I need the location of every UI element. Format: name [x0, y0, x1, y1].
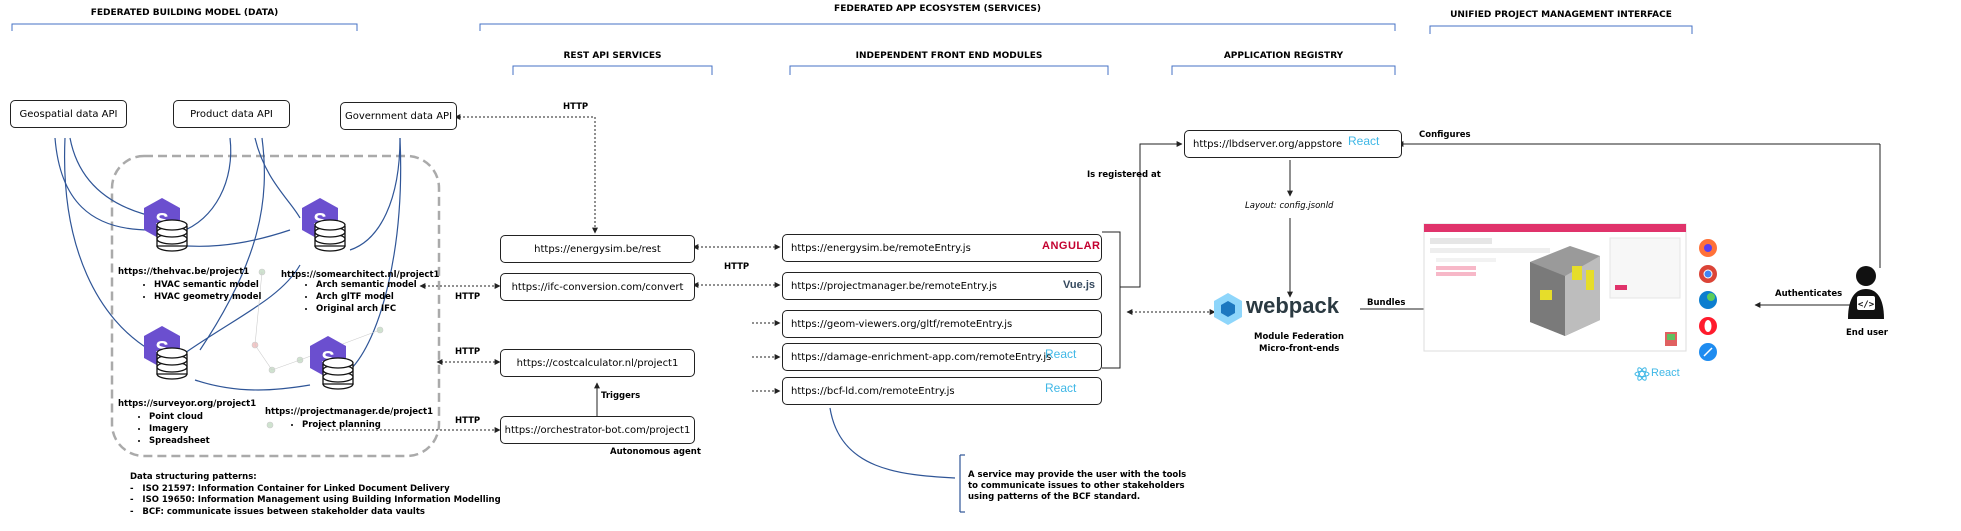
triggers-label: Triggers	[601, 391, 641, 401]
header-unified-pm-interface: UNIFIED PROJECT MANAGEMENT INTERFACE	[1450, 10, 1672, 20]
module-url: https://projectmanager.be/remoteEntry.js	[791, 280, 997, 292]
angular-logo: ANGULAR	[1042, 240, 1101, 252]
vault-url-surveyor[interactable]: https://surveyor.org/project1	[118, 399, 257, 409]
bundles-label: Bundles	[1367, 298, 1406, 308]
module-url: https://geom-viewers.org/gltf/remoteEntr…	[791, 318, 1013, 330]
pattern-item: - BCF: communicate issues between stakeh…	[130, 506, 425, 517]
vault-item: HVAC geometry model	[154, 291, 261, 303]
webpack-cube-icon	[1214, 293, 1242, 325]
svg-text:</>: </>	[1858, 300, 1875, 310]
layout-label: Layout: config.jsonld	[1245, 201, 1334, 211]
rest-service-energysim[interactable]: https://energysim.be/rest	[500, 235, 695, 263]
database-icons: S S S S	[144, 198, 354, 390]
module-url: https://damage-enrichment-app.com/remote…	[791, 351, 1052, 363]
http-label: HTTP	[724, 262, 750, 272]
vault-item: Arch semantic model	[316, 279, 417, 291]
header-rest-api-services: REST API SERVICES	[563, 51, 662, 61]
rest-service-ifc-conversion[interactable]: https://ifc-conversion.com/convert	[500, 273, 695, 301]
app-registry-box[interactable]: https://lbdserver.org/appstore	[1184, 130, 1402, 158]
patterns-title: Data structuring patterns:	[130, 472, 257, 482]
module-url: https://bcf-ld.com/remoteEntry.js	[791, 385, 955, 397]
header-brackets	[11, 23, 1693, 75]
vault-url-projectmanager[interactable]: https://projectmanager.de/project1	[265, 407, 434, 417]
frontend-module-projectmanager[interactable]: https://projectmanager.be/remoteEntry.js	[782, 272, 1102, 300]
vault-item: Project planning	[302, 419, 381, 431]
vault-items-surveyor: Point cloud Imagery Spreadsheet	[135, 411, 210, 447]
autonomous-agent-label: Autonomous agent	[610, 447, 701, 457]
configures-label: Configures	[1419, 130, 1471, 140]
bcf-note: A service may provide the user with the …	[968, 470, 1187, 502]
header-federated-building-model: FEDERATED BUILDING MODEL (DATA)	[90, 8, 279, 18]
frontend-module-geom-viewers[interactable]: https://geom-viewers.org/gltf/remoteEntr…	[782, 310, 1102, 338]
module-url: https://energysim.be/remoteEntry.js	[791, 242, 971, 254]
frontend-module-bcf-ld[interactable]: https://bcf-ld.com/remoteEntry.js	[782, 377, 1102, 405]
end-user-label: End user	[1846, 328, 1888, 338]
registry-url: https://lbdserver.org/appstore	[1193, 138, 1343, 150]
data-structuring-patterns: Data structuring patterns: - ISO 21597: …	[130, 472, 501, 518]
http-label: HTTP	[563, 102, 589, 112]
vault-url-architect[interactable]: https://somearchitect.nl/project1	[281, 270, 440, 280]
header-federated-app-ecosystem: FEDERATED APP ECOSYSTEM (SERVICES)	[834, 4, 1041, 14]
react-logo: React	[1348, 134, 1380, 148]
pattern-item: - ISO 19650: Information Management usin…	[130, 495, 501, 505]
frontend-module-damage-enrichment[interactable]: https://damage-enrichment-app.com/remote…	[782, 343, 1102, 371]
module-federation-label: Module Federation	[1254, 332, 1344, 342]
webpack-logo: webpack	[1246, 293, 1339, 318]
browser-icons	[1699, 239, 1717, 361]
vue-logo: Vue.js	[1063, 279, 1095, 291]
government-data-api[interactable]: Government data API	[340, 102, 457, 130]
vault-url-hvac[interactable]: https://thehvac.be/project1	[118, 267, 250, 277]
vault-item: Original arch IFC	[316, 303, 417, 315]
authenticates-label: Authenticates	[1775, 289, 1843, 299]
micro-front-ends-label: Micro-front-ends	[1259, 344, 1340, 354]
pattern-item: - ISO 21597: Information Container for L…	[130, 483, 450, 494]
vault-items-projectmanager: Project planning	[288, 419, 381, 431]
vault-item: Arch glTF model	[316, 291, 417, 303]
app-screenshot	[1423, 223, 1687, 352]
product-data-api[interactable]: Product data API	[173, 100, 290, 128]
is-registered-at-label: Is registered at	[1087, 170, 1161, 180]
vault-item: HVAC semantic model	[154, 279, 261, 291]
vault-item: Spreadsheet	[149, 435, 210, 447]
frontend-module-energysim[interactable]: https://energysim.be/remoteEntry.js	[782, 234, 1102, 262]
api-vault-links	[54, 137, 965, 513]
react-logo: React	[1651, 367, 1680, 379]
http-label: HTTP	[455, 347, 481, 357]
geospatial-data-api[interactable]: Geospatial data API	[10, 100, 127, 128]
http-label: HTTP	[455, 416, 481, 426]
react-logo: React	[1045, 347, 1077, 361]
http-connections	[320, 114, 1216, 433]
http-label: HTTP	[455, 292, 481, 302]
rest-service-orchestrator[interactable]: https://orchestrator-bot.com/project1	[500, 416, 695, 444]
rest-service-costcalculator[interactable]: https://costcalculator.nl/project1	[500, 349, 695, 377]
vault-item: Imagery	[149, 423, 210, 435]
header-independent-frontend-modules: INDEPENDENT FRONT END MODULES	[855, 51, 1043, 61]
vault-items-architect: Arch semantic model Arch glTF model Orig…	[302, 279, 417, 315]
solid-connections	[594, 141, 1881, 416]
vault-items-hvac: HVAC semantic model HVAC geometry model	[140, 279, 261, 303]
react-logo: React	[1045, 381, 1077, 395]
header-application-registry: APPLICATION REGISTRY	[1223, 51, 1344, 61]
vault-item: Point cloud	[149, 411, 210, 423]
data-vaults-container	[110, 154, 441, 458]
end-user-icon: </>	[1848, 266, 1884, 319]
